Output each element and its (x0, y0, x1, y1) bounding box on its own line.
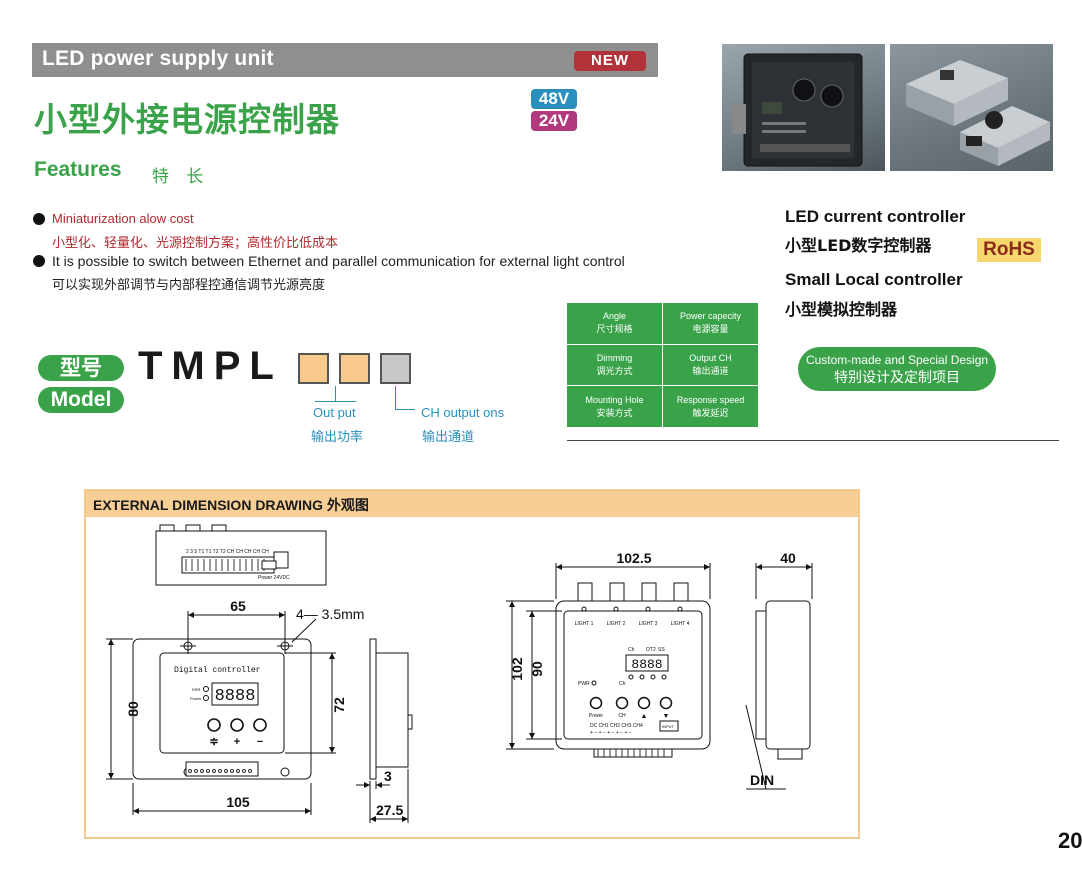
dim-102-5: 102.5 (616, 550, 651, 566)
model-badge-en: Model (38, 387, 124, 413)
dim-65: 65 (230, 598, 246, 614)
right-dim-lines (506, 563, 813, 750)
ch-label: Ch (628, 647, 635, 653)
dim-27-5: 27.5 (376, 802, 403, 818)
bottom-terminal-label: DC CH1 CH2 CH3 CH4 (590, 723, 643, 729)
ot2-label: OT2 (646, 647, 656, 653)
left-top-view (155, 524, 327, 586)
drawing-heading: EXTERNAL DIMENSION DRAWING 外观图 (93, 497, 369, 513)
feature-2-cn: 可以实现外部调节与内部程控通信调节光源亮度 (52, 278, 326, 293)
bullet-icon (33, 255, 45, 267)
custom-design-cn: 特别设计及定制项目 (834, 370, 960, 386)
output-label-cn: 输出功率 (311, 430, 364, 445)
left-front-view (132, 638, 312, 780)
btn-label: + (234, 736, 240, 748)
ch-leds-label: Ch (619, 681, 626, 687)
features-heading: Features (34, 158, 122, 181)
dim-102: 102 (509, 657, 525, 681)
title-en: LED power supply unit (42, 47, 274, 70)
feature-1-en: Miniaturization alow cost (52, 211, 194, 226)
light-1-label: LIGHT 1 (575, 621, 594, 627)
model-box-output-2 (339, 353, 370, 384)
light-3-label: LIGHT 3 (639, 621, 658, 627)
new-badge: NEW (574, 51, 646, 71)
product-photo-digital (722, 44, 885, 171)
divider-line (567, 440, 1059, 441)
output-connector-line (335, 386, 336, 402)
led-current-controller-label: LED current controller (785, 207, 966, 226)
dim-90: 90 (529, 661, 545, 677)
product-photo-analog (890, 44, 1053, 171)
dim-40: 40 (780, 550, 796, 566)
pwr-led-label: PWR (578, 681, 590, 687)
btn-up-label: ▲ (641, 713, 648, 720)
bullet-icon (33, 213, 45, 225)
output-label: Out put (313, 405, 356, 420)
model-box-ch (380, 353, 411, 384)
voltage-24-badge: 24V (531, 111, 577, 131)
model-box-output-1 (298, 353, 329, 384)
page-number: 20 (1058, 828, 1082, 853)
right-front-view (555, 582, 711, 758)
small-local-controller-label: Small Local controller (785, 270, 963, 289)
right-display: 8888 (631, 657, 662, 672)
ss-label: SS (658, 647, 665, 653)
dim-3: 3 (384, 768, 392, 784)
left-display: 8888 (215, 687, 256, 706)
btn-ch-label: CH (618, 713, 626, 719)
drawing-header: EXTERNAL DIMENSION DRAWING 外观图 (86, 491, 858, 517)
model-badge-cn: 型号 (38, 355, 124, 381)
small-local-controller-cn: 小型模拟控制器 (785, 300, 898, 319)
custom-design-en: Custom-made and Special Design (805, 353, 989, 367)
btn-power-label: Power (589, 713, 604, 719)
bottom-terminal-sign: + − + − + − + − + − (590, 730, 632, 736)
output-connector-line (315, 401, 356, 402)
features-heading-cn: 特 长 (152, 167, 210, 187)
ch-connector-line (395, 386, 396, 410)
top-terminal-label: 2 3 5 T1 T1 T2 T2 CH CH CH CH CH (186, 549, 269, 555)
dim-80: 80 (125, 701, 141, 717)
input-note: INPUT (662, 724, 675, 729)
err-led-label: ERR (192, 687, 201, 692)
right-side-view (745, 600, 811, 790)
light-4-label: LIGHT 4 (671, 621, 690, 627)
ch-connector-line (395, 409, 415, 410)
voltage-48-badge: 48V (531, 89, 577, 109)
left-side-view (356, 638, 413, 823)
power-led-label: Power (190, 696, 202, 701)
ch-output-label-cn: 输出通道 (422, 430, 475, 445)
ch-output-label: CH output ons (421, 405, 505, 420)
btn-label: ≑ (209, 736, 218, 748)
model-code: TMPL (138, 344, 283, 388)
dim-72: 72 (331, 697, 347, 713)
dim-105: 105 (226, 794, 250, 810)
btn-down-label: ▼ (663, 713, 670, 720)
dim-holes: 4— 3.5mm (296, 606, 364, 622)
title-cn: 小型外接电源控制器 (34, 100, 340, 139)
led-current-controller-cn: 小型LED数字控制器 (785, 236, 932, 255)
title-bar: LED power supply unit (32, 43, 658, 77)
power-24vdc-label: Power 24VDC (258, 575, 290, 581)
left-dim-lines (106, 611, 336, 815)
btn-label: − (257, 736, 263, 748)
rohs-badge: RoHS (977, 238, 1041, 262)
dimension-drawing: EXTERNAL DIMENSION DRAWING 外观图 (84, 489, 860, 839)
panel-title: Digital controller (174, 666, 261, 675)
din-label: DIN (750, 772, 774, 788)
feature-1-cn: 小型化、轻量化、光源控制方案；高性价比低成本 (52, 236, 339, 251)
custom-design-pill: Custom-made and Special Design 特别设计及定制项目 (798, 347, 996, 391)
feature-2-en: It is possible to switch between Etherne… (52, 253, 625, 269)
light-2-label: LIGHT 2 (607, 621, 626, 627)
